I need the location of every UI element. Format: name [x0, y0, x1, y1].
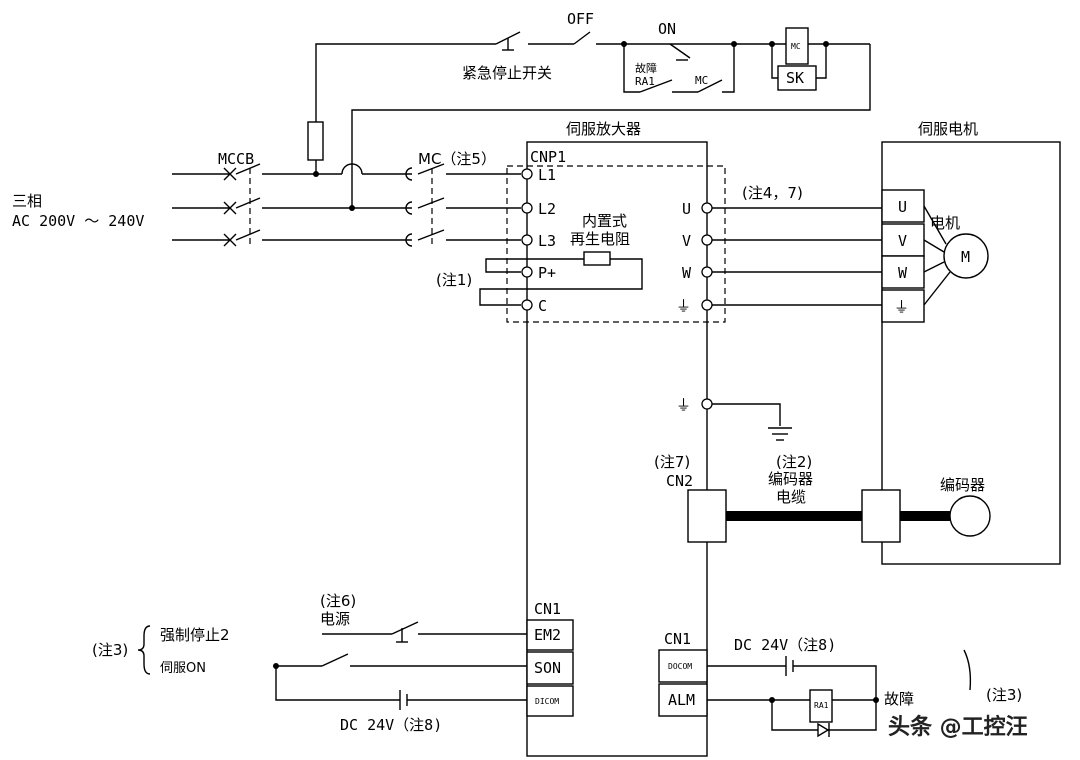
terminal-c — [521, 299, 533, 311]
w-out-label: W — [682, 264, 692, 282]
terminal-l1 — [521, 168, 533, 180]
cn1-left-label: CN1 — [534, 600, 561, 618]
cn1-right-alm — [658, 683, 708, 717]
son-label: SON — [534, 659, 561, 677]
em2-label: EM2 — [534, 626, 561, 644]
ground-out-icon: ⏚ — [676, 297, 691, 315]
encoder-cable-label-1: 编码器 — [768, 470, 813, 488]
note3-left-label: (注3) — [92, 641, 128, 659]
mccb-label: MCCB — [218, 150, 254, 168]
ground-amp-icon: ⏚ — [676, 396, 691, 414]
cn1-right-docom — [658, 649, 708, 683]
cn2-label: CN2 — [666, 472, 693, 490]
mc-contact-label: MC — [695, 74, 708, 87]
cn1-left-son — [526, 651, 574, 685]
dc24-right-label: DC 24V（注8) — [734, 636, 836, 654]
terminal-p-plus — [521, 266, 533, 278]
terminal-ground-out — [701, 299, 713, 311]
ra1-coil-label: RA1 — [814, 701, 829, 710]
cn1-left-em2 — [526, 619, 574, 651]
motor-m-label: M — [961, 248, 970, 266]
regen-resistor-label-2: 再生电阻 — [570, 230, 630, 248]
note2-label: (注2) — [776, 453, 812, 471]
off-label: OFF — [567, 10, 594, 28]
note47-label: (注4，7) — [742, 184, 803, 202]
encoder-connector — [861, 489, 901, 543]
cn1-left-dicom — [526, 685, 574, 717]
regen-resistor — [479, 251, 643, 306]
servo-motor-title: 伺服电机 — [918, 120, 978, 138]
left-cn1-wiring — [137, 621, 527, 710]
mc-note5-label: MC（注5） — [418, 150, 496, 168]
note6-label: (注6) — [320, 592, 356, 610]
ground-motor-icon: ⏚ — [894, 298, 909, 316]
right-cn1-wiring — [707, 649, 972, 738]
terminal-l3 — [521, 234, 533, 246]
servo-on-label: 伺服ON — [160, 661, 206, 676]
p-plus-label: P+ — [538, 264, 556, 282]
terminal-u-out — [701, 202, 713, 214]
docom-label: DOCOM — [668, 662, 692, 671]
note7-label: (注7) — [654, 453, 690, 471]
l2-label: L2 — [538, 200, 556, 218]
cn1-right-label: CN1 — [664, 630, 691, 648]
ra1-contact-label: RA1 — [635, 75, 655, 88]
u-motor-label: U — [898, 198, 907, 216]
v-motor-label: V — [898, 232, 907, 250]
note3-right-label: (注3) — [986, 686, 1022, 704]
c-label: C — [538, 297, 547, 315]
terminal-v-out — [701, 234, 713, 246]
v-out-label: V — [682, 232, 691, 250]
ac-range-label: AC 200V ～ 240V — [12, 212, 144, 230]
fault-label: 故障 — [635, 61, 657, 75]
w-motor-label: W — [898, 264, 908, 282]
power-input-lines — [172, 163, 521, 247]
terminal-w-out — [701, 266, 713, 278]
encoder-label: 编码器 — [940, 476, 985, 494]
dicom-label: DICOM — [535, 697, 559, 706]
three-phase-label: 三相 — [12, 192, 42, 210]
encoder-cable-label-2: 电缆 — [776, 488, 806, 506]
dc24-left-label: DC 24V（注8) — [340, 716, 442, 734]
fault-right-label: 故障 — [884, 690, 914, 708]
alm-label: ALM — [668, 691, 695, 709]
motor-label: 电机 — [930, 214, 960, 232]
forced-stop-label: 强制停止2 — [160, 626, 230, 644]
watermark-text: 头条 @工控汪 — [888, 714, 1028, 740]
sk-label: SK — [786, 69, 804, 87]
terminal-l2 — [521, 202, 533, 214]
on-label: ON — [658, 20, 676, 38]
terminal-ground — [701, 398, 713, 410]
emergency-stop-label: 紧急停止开关 — [462, 64, 552, 82]
servo-amp-title: 伺服放大器 — [566, 120, 641, 138]
l3-label: L3 — [538, 232, 556, 250]
motor-circle-icon — [943, 233, 989, 279]
note1-label: (注1) — [436, 271, 472, 289]
encoder-circle-icon — [949, 495, 991, 537]
mc-coil-label: MC — [791, 42, 801, 51]
cnp1-dashed-box — [506, 165, 726, 323]
u-out-label: U — [682, 200, 691, 218]
cn2-connector — [687, 489, 727, 543]
cnp1-label: CNP1 — [530, 148, 566, 166]
regen-resistor-label-1: 内置式 — [582, 212, 627, 230]
control-circuit — [315, 27, 871, 211]
l1-label: L1 — [538, 166, 556, 184]
fuse-icon — [307, 121, 324, 161]
power-label: 电源 — [320, 610, 350, 628]
